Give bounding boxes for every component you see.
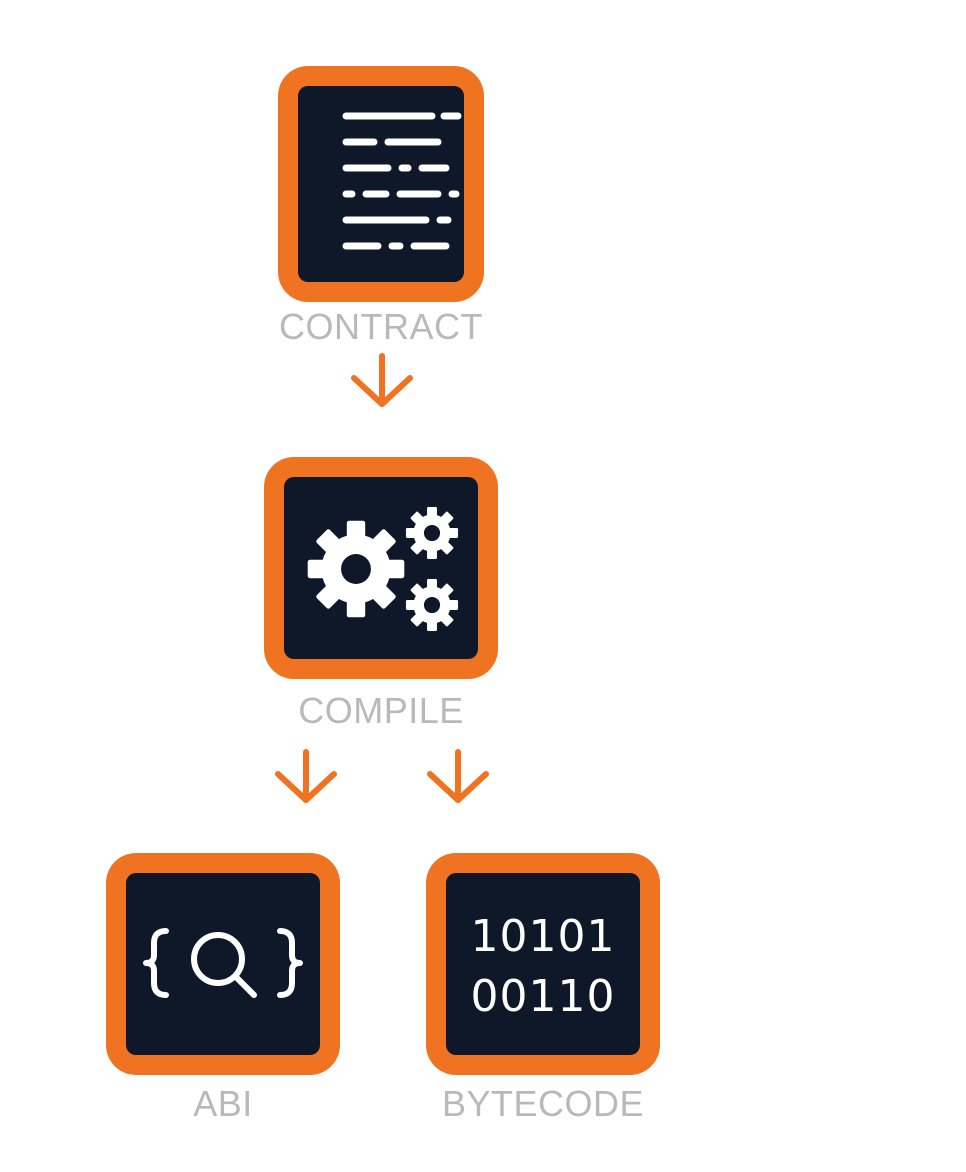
abi-label: ABI [193,1083,253,1124]
binary-line: 00110 [470,971,616,1022]
compile-node [264,457,498,679]
abi-node [106,853,340,1075]
abi-tile [126,873,320,1055]
compile-label: COMPILE [298,690,464,731]
arrow-down-icon [351,353,413,407]
gears-icon [307,506,459,632]
bytecode-node: 10101 00110 [426,853,660,1075]
arrow-down-icon [427,749,489,803]
binary-icon: 10101 00110 [446,907,640,1027]
braces-search-icon [143,928,303,998]
contract-node [278,66,484,302]
document-icon [342,112,462,250]
contract-label: CONTRACT [279,306,483,347]
arrow-down-icon [275,749,337,803]
contract-tile [298,86,464,282]
bytecode-label: BYTECODE [441,1083,645,1124]
binary-line: 10101 [470,911,616,962]
compile-tile [284,477,478,659]
bytecode-tile: 10101 00110 [446,873,640,1055]
